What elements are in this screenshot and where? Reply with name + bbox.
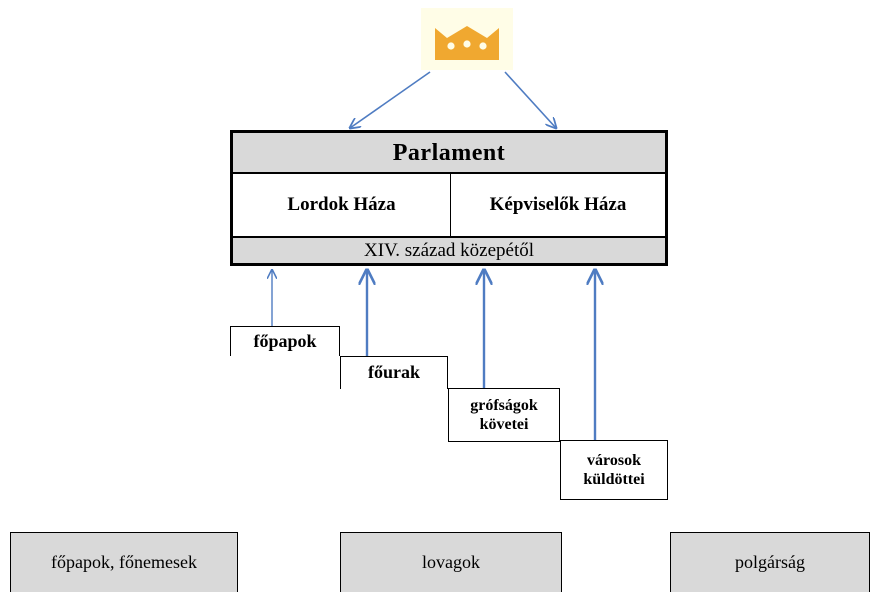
group-grofsagok-line1: grófságok	[470, 396, 538, 414]
group-grofsagok: grófságok követei	[448, 388, 560, 442]
group-varosok-line2: küldöttei	[583, 471, 645, 488]
parliament-period: XIV. század közepétől	[233, 236, 665, 263]
class-box-nobility: főpapok, főnemesek	[10, 532, 238, 592]
crown-to-commons-arrow	[504, 71, 556, 128]
group-varosok-line1: városok	[587, 451, 641, 469]
group-grofsagok-line2: követei	[479, 416, 529, 433]
class-box-burghers: polgárság	[670, 532, 870, 592]
crown-icon	[435, 26, 499, 60]
parliament-box: Parlament Lordok Háza Képviselők Háza XI…	[230, 130, 668, 266]
group-fopapok: főpapok	[230, 326, 340, 356]
crown-box	[421, 8, 513, 70]
group-fopapok-label: főpapok	[253, 330, 317, 351]
class-box-knights: lovagok	[340, 532, 562, 592]
crown-to-lords-arrow	[350, 71, 431, 128]
group-fourak: főurak	[340, 356, 448, 389]
house-of-commons: Képviselők Háza	[489, 194, 627, 215]
house-of-lords: Lordok Háza	[233, 174, 451, 236]
parliament-title: Parlament	[233, 133, 665, 174]
group-fourak-label: főurak	[367, 362, 420, 383]
group-varosok: városok küldöttei	[560, 440, 668, 500]
